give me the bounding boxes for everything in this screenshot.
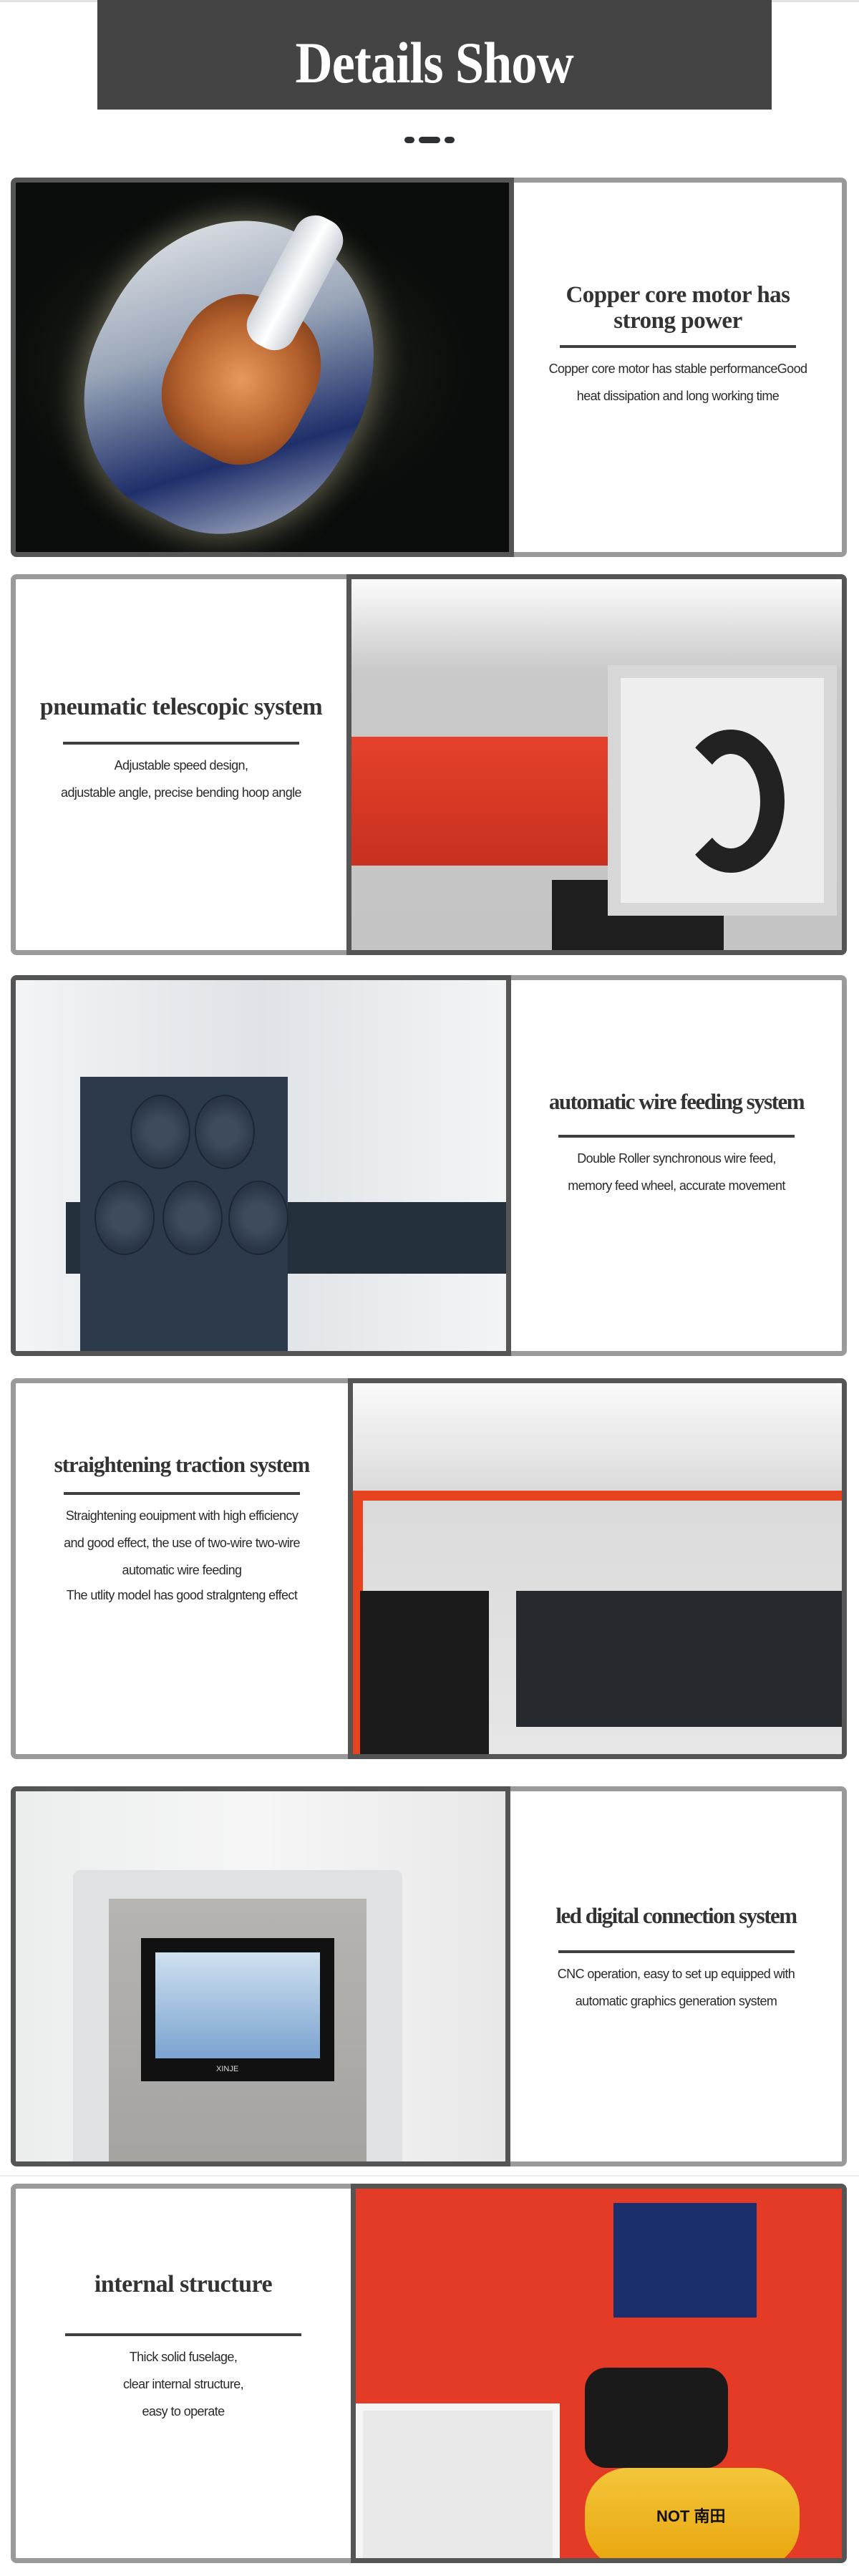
compressor-motor-graphic bbox=[585, 2368, 728, 2468]
heading-underline bbox=[63, 742, 299, 745]
internal-structure-image: NOT 南田 bbox=[351, 2184, 847, 2563]
feature-text: Copper core motor has strong power Coppe… bbox=[514, 178, 847, 557]
roller-icon bbox=[130, 1095, 190, 1169]
roller-icon bbox=[228, 1181, 288, 1255]
feature-panel-pneumatic: pneumatic telescopic system Adjustable s… bbox=[11, 574, 847, 955]
feature-description-line: CNC operation, easy to set up equipped w… bbox=[557, 1966, 795, 1981]
feature-panel-wire-feeding: automatic wire feeding system Double Rol… bbox=[11, 975, 847, 1356]
feature-text: automatic wire feeding system Double Rol… bbox=[511, 975, 847, 1356]
red-frame-graphic bbox=[353, 1491, 842, 1754]
feature-heading: internal structure bbox=[94, 2271, 273, 2297]
motor-image bbox=[11, 178, 514, 557]
feature-description-line: Adjustable speed design, bbox=[114, 758, 248, 773]
feature-text: pneumatic telescopic system Adjustable s… bbox=[11, 574, 346, 955]
straightening-rollers-graphic bbox=[516, 1591, 842, 1727]
feature-text: straightening traction system Straighten… bbox=[11, 1378, 348, 1759]
feature-description-line: Double Roller synchronous wire feed, bbox=[577, 1151, 776, 1166]
feature-description-line: clear internal structure, bbox=[122, 2377, 244, 2391]
section-separator bbox=[0, 2175, 859, 2176]
hmi-brand-label: XINJE bbox=[216, 2065, 239, 2073]
bending-arm-graphic bbox=[351, 737, 609, 866]
roller-icon bbox=[195, 1095, 255, 1169]
electrical-cabinet-graphic bbox=[356, 2403, 560, 2558]
hopper-graphic bbox=[608, 665, 837, 916]
dot-icon bbox=[404, 136, 414, 143]
feature-panel-motor: Copper core motor has strong power Coppe… bbox=[11, 178, 847, 557]
feature-panel-internal: internal structure Thick solid fuselage,… bbox=[11, 2184, 847, 2563]
feature-heading: straightening traction system bbox=[54, 1452, 311, 1477]
straightening-image bbox=[348, 1378, 847, 1759]
heading-underline bbox=[64, 1492, 300, 1495]
roller-icon bbox=[94, 1181, 155, 1255]
dot-icon bbox=[445, 136, 455, 143]
title-divider-decoration bbox=[389, 136, 470, 143]
bending-die-graphic bbox=[677, 730, 785, 873]
servo-motor-graphic bbox=[613, 2203, 757, 2318]
feature-panel-straightening: straightening traction system Straighten… bbox=[11, 1378, 847, 1759]
feature-description-line: memory feed wheel, accurate movement bbox=[568, 1178, 785, 1193]
feature-text: internal structure Thick solid fuselage,… bbox=[11, 2184, 351, 2563]
feature-description-line: Straightening eouipment with high effici… bbox=[65, 1509, 299, 1523]
compressor-brand-label: NOT 南田 bbox=[656, 2507, 726, 2525]
air-compressor-graphic bbox=[585, 2468, 800, 2558]
page-title: Details Show bbox=[295, 29, 574, 95]
feature-description-line: Copper core motor has stable performance… bbox=[548, 362, 807, 376]
heading-underline bbox=[558, 1950, 795, 1953]
heading-underline bbox=[65, 2333, 301, 2336]
hmi-display-graphic bbox=[155, 1952, 320, 2058]
wire-feeding-image bbox=[11, 975, 511, 1356]
traction-wheels-graphic bbox=[360, 1591, 489, 1754]
feature-description-line: automatic graphics generation system bbox=[575, 1993, 777, 2008]
feature-description-line: heat dissipation and long working time bbox=[576, 389, 780, 403]
feature-heading: led digital connection system bbox=[555, 1902, 797, 1928]
feature-heading: Copper core motor has strong power bbox=[566, 282, 790, 334]
feature-description-line: Thick solid fuselage, bbox=[129, 2350, 238, 2364]
feature-heading: pneumatic telescopic system bbox=[39, 694, 323, 720]
feature-text: led digital connection system CNC operat… bbox=[510, 1786, 847, 2166]
feature-description-line: adjustable angle, precise bending hoop a… bbox=[61, 785, 301, 800]
feature-panel-led-digital: XINJE led digital connection system CNC … bbox=[11, 1786, 847, 2166]
feature-description-line: The utlity model has good stralgnteng ef… bbox=[66, 1588, 298, 1602]
feature-description-line: easy to operate bbox=[142, 2404, 225, 2418]
feature-heading: automatic wire feeding system bbox=[548, 1089, 805, 1114]
dash-icon bbox=[419, 136, 440, 143]
heading-underline bbox=[560, 345, 796, 348]
control-panel-image: XINJE bbox=[11, 1786, 510, 2166]
heading-underline bbox=[558, 1135, 795, 1138]
feature-description-line: automatic wire feeding bbox=[122, 1563, 243, 1577]
feature-description-line: and good effect, the use of two-wire two… bbox=[64, 1536, 300, 1550]
title-banner: Details Show bbox=[97, 0, 772, 110]
pneumatic-image bbox=[346, 574, 847, 955]
roller-icon bbox=[162, 1181, 223, 1255]
